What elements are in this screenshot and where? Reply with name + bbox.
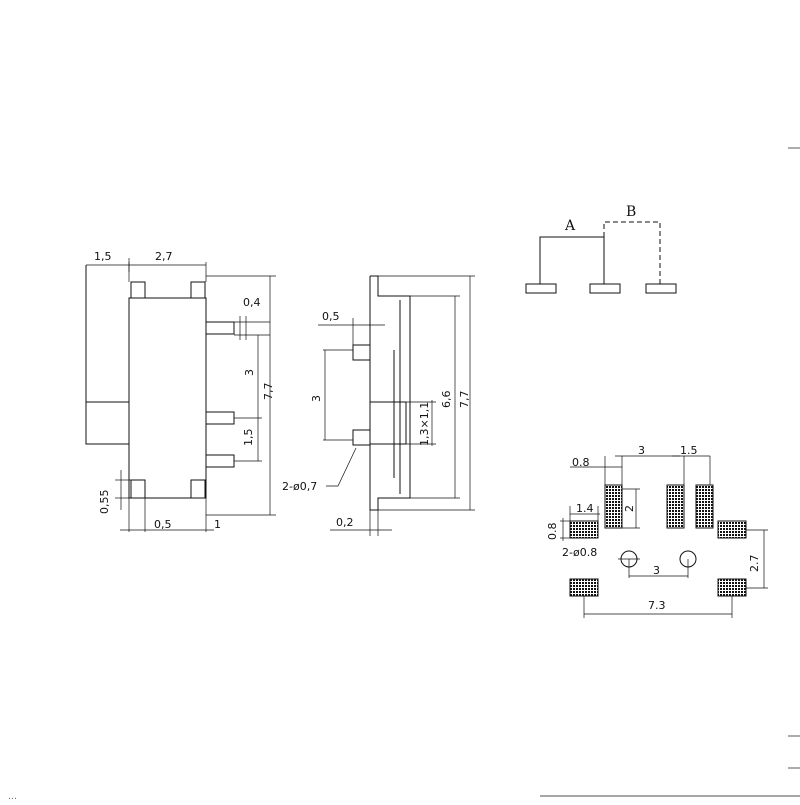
dim-fp-7: 2-ø0.8 — [562, 546, 597, 559]
front-pin-1 — [205, 321, 235, 335]
front-view: 1,5 2,7 0,4 3 7,7 1,5 0,55 0,5 1 — [85, 250, 276, 532]
schematic-terminal-3 — [645, 283, 677, 294]
pad-top-2 — [666, 484, 685, 529]
dim-side-2: 3 — [310, 395, 323, 402]
front-pin-2 — [205, 411, 235, 425]
dim-front-8: 0,5 — [154, 518, 172, 531]
side-actuator — [369, 401, 407, 445]
switch-schematic: A B — [525, 204, 677, 294]
dim-side-4: 7,7 — [458, 391, 471, 409]
front-tab-top-right — [190, 281, 206, 299]
dim-side-5: 1,3×1,1 — [418, 402, 431, 446]
side-pin-2 — [352, 429, 371, 446]
front-pin-3 — [205, 454, 235, 468]
dim-side-7: 0,2 — [336, 516, 354, 529]
dim-fp-2: 3 — [638, 444, 645, 457]
dim-front-1: 1,5 — [94, 250, 112, 263]
schematic-terminal-1 — [525, 283, 557, 294]
dim-fp-9: 2.7 — [748, 555, 761, 573]
schematic-label-a: A — [564, 218, 576, 234]
dim-front-5: 7,7 — [262, 383, 275, 401]
dim-fp-3: 1.5 — [680, 444, 698, 457]
schematic-terminal-2 — [589, 283, 621, 294]
front-tab-bottom-left — [130, 479, 146, 499]
pad-mount-tl — [569, 520, 599, 539]
side-pin-1 — [352, 344, 371, 361]
dim-front-7: 0,55 — [98, 490, 111, 515]
pcb-footprint: 0.8 3 1.5 1.4 2 0.8 2-ø0.8 3 2.7 7.3 — [546, 444, 768, 618]
dim-front-2: 2,7 — [155, 250, 173, 263]
dim-side-6: 2-ø0,7 — [282, 480, 317, 493]
dim-side-1: 0,5 — [322, 310, 340, 323]
dim-fp-1: 0.8 — [572, 456, 590, 469]
side-body — [369, 275, 411, 511]
schematic-label-b: B — [626, 204, 636, 220]
front-body — [128, 297, 207, 499]
front-tab-bottom-right — [190, 479, 206, 499]
pad-top-1 — [604, 484, 623, 529]
dim-front-4: 3 — [243, 369, 256, 376]
side-view: 0,5 3 6,6 7,7 1,3×1,1 2-ø0,7 0,2 — [282, 275, 475, 536]
dim-fp-10: 7.3 — [648, 599, 666, 612]
pad-top-3 — [695, 484, 714, 529]
pad-mount-br — [717, 578, 747, 597]
dim-side-3: 6,6 — [440, 391, 453, 409]
dim-front-9: 1 — [214, 518, 221, 531]
dim-front-6: 1,5 — [242, 429, 255, 447]
pad-mount-tr — [717, 520, 747, 539]
dim-fp-8: 3 — [653, 564, 660, 577]
front-tab-top-left — [130, 281, 146, 299]
front-actuator — [85, 401, 130, 445]
pad-mount-bl — [569, 578, 599, 597]
dim-fp-5: 2 — [623, 505, 636, 512]
dim-front-3: 0,4 — [243, 296, 261, 309]
dim-fp-4: 1.4 — [576, 502, 594, 515]
dim-fp-6: 0.8 — [546, 523, 559, 541]
footer-cutoff-text: … — [8, 792, 17, 800]
